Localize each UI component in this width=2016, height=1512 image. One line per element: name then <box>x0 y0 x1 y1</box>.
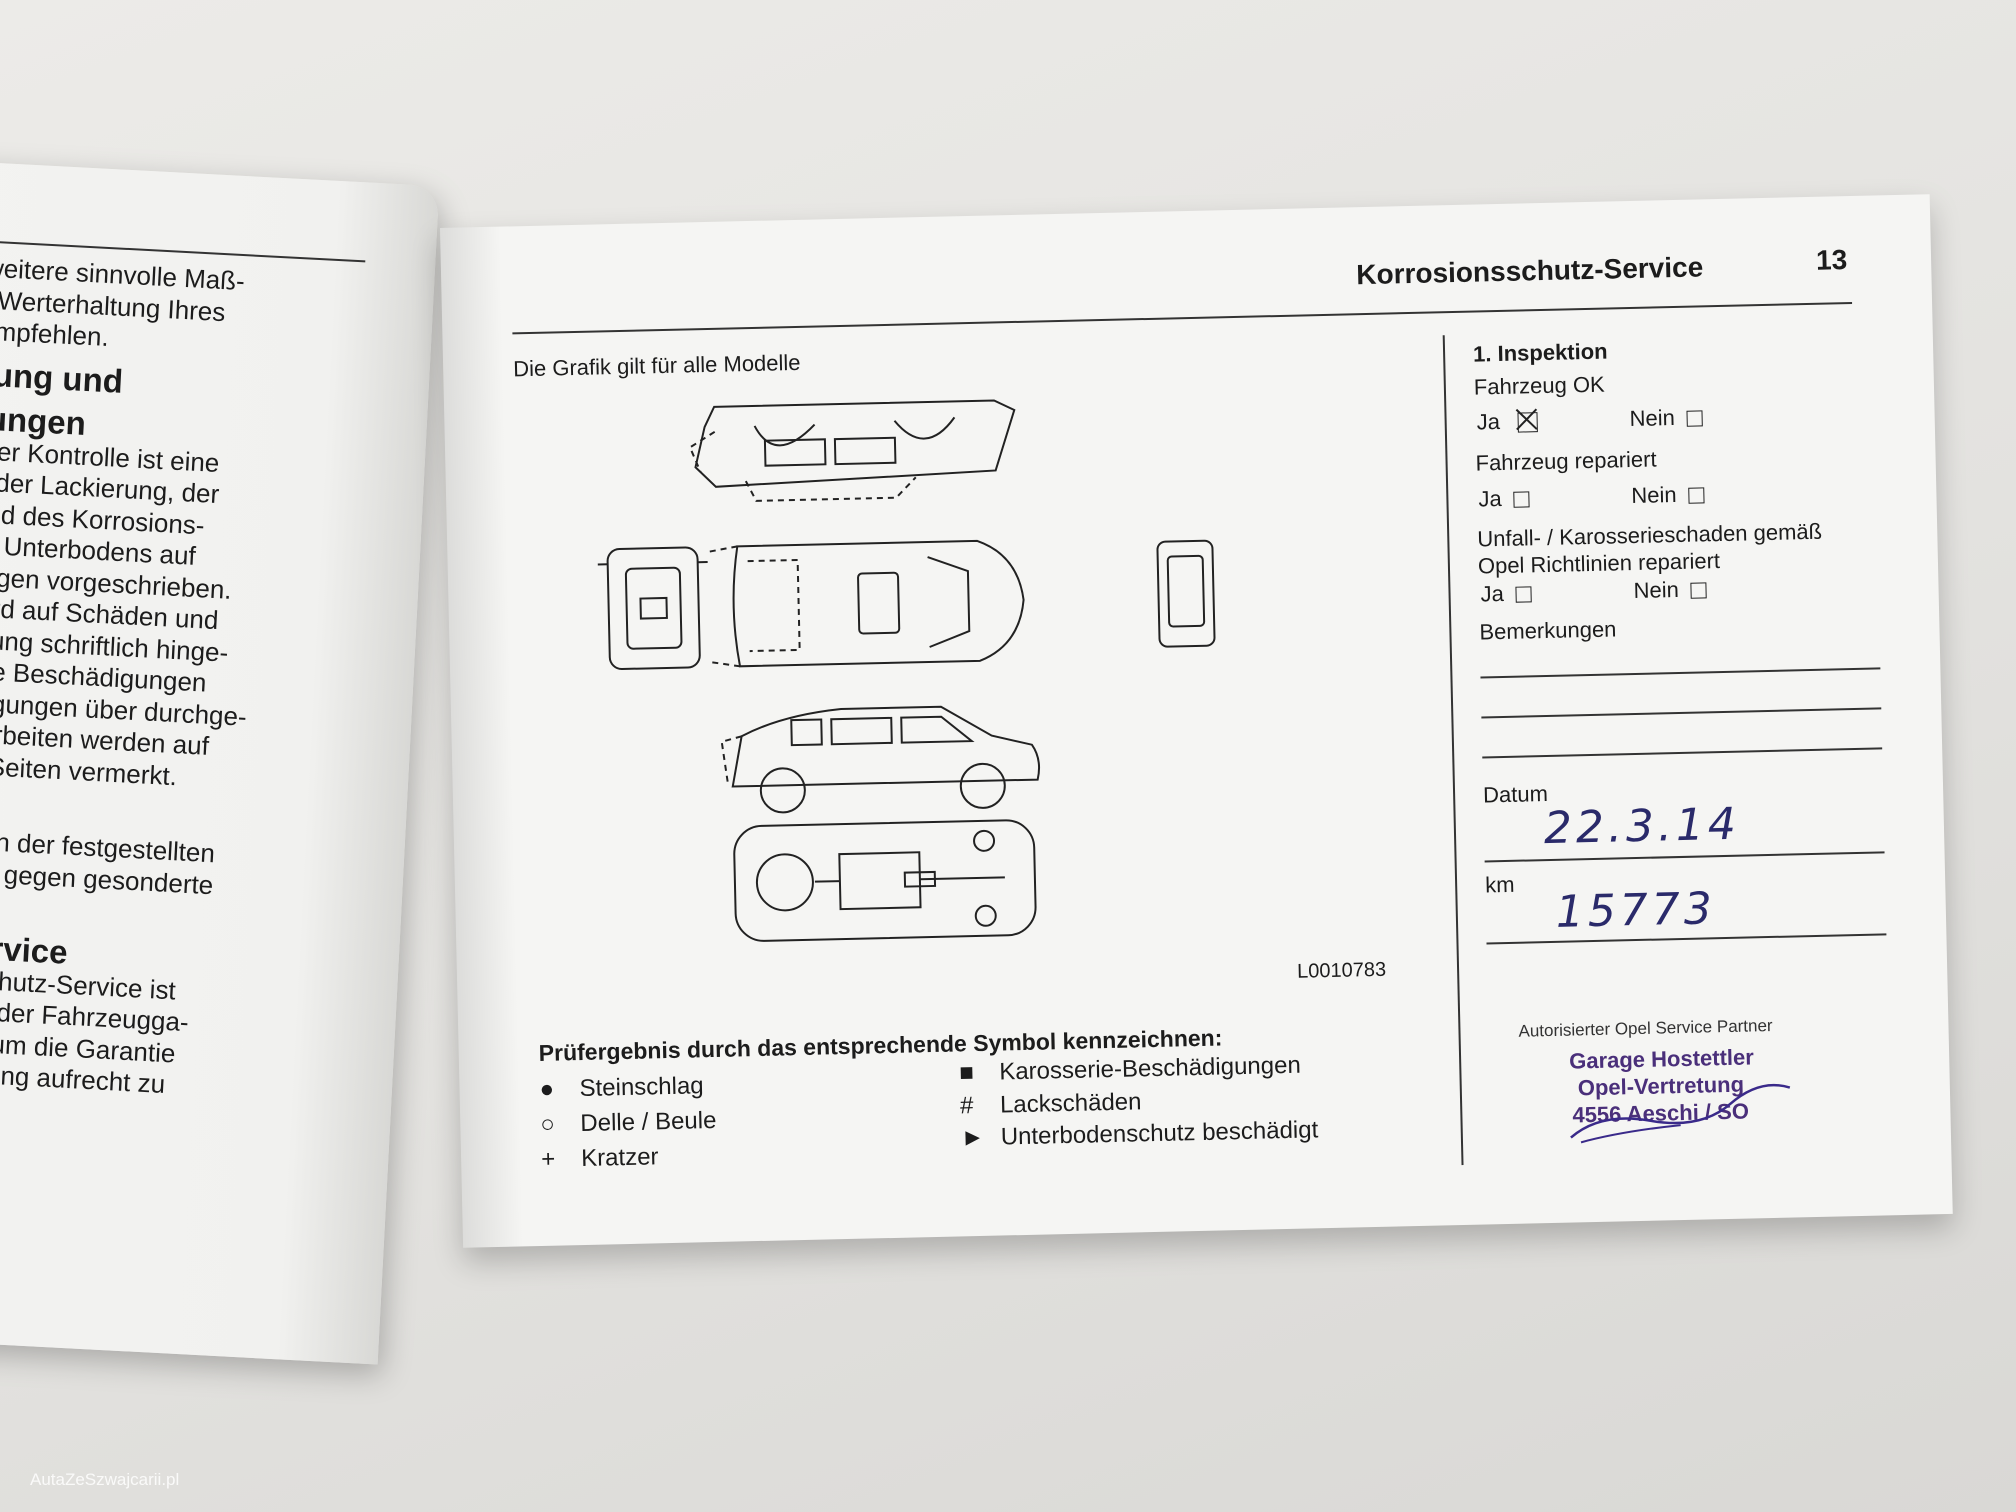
column-divider <box>1442 335 1464 1166</box>
remarks-line[interactable] <box>1480 667 1881 679</box>
km-label: km <box>1484 871 1515 898</box>
q2-yes-option[interactable]: Ja <box>1478 485 1530 512</box>
legend-item: ■ Karosserie-Beschädigungen <box>959 1052 1301 1088</box>
legend-item: # Lackschäden <box>960 1088 1142 1120</box>
km-handwritten: 15773 <box>1555 883 1717 938</box>
car-rear-view <box>1156 539 1216 648</box>
date-label: Datum <box>1482 781 1549 808</box>
legend-symbol: ○ <box>540 1110 556 1138</box>
q1-no-option[interactable]: Nein <box>1629 404 1704 432</box>
remarks-line[interactable] <box>1481 707 1882 718</box>
car-top-view <box>707 539 1025 668</box>
q2-no-option[interactable]: Nein <box>1631 481 1705 509</box>
gutter-shadow <box>440 226 524 1248</box>
page-title: Korrosionsschutz-Service <box>1355 251 1704 291</box>
legend-label: Lackschäden <box>999 1088 1142 1119</box>
legend-label: Unterbodenschutz beschädigt <box>1000 1116 1319 1151</box>
page-number: 13 <box>1815 244 1848 276</box>
q2-yes-label: Ja <box>1478 485 1502 512</box>
stamp-caption: Autorisierter Opel Service Partner <box>1518 1015 1773 1041</box>
watermark: AutaZeSzwajcarii.pl <box>30 1470 180 1489</box>
car-front-view <box>597 546 708 670</box>
q3-yes-option[interactable]: Ja <box>1480 580 1533 607</box>
stamp-line-1: Garage Hostettler <box>1568 1044 1755 1074</box>
q3-yes-checkbox[interactable] <box>1515 586 1533 603</box>
legend-symbol: + <box>540 1145 556 1173</box>
legend-symbol: ► <box>960 1123 985 1152</box>
q1-yes-label: Ja <box>1476 409 1501 435</box>
q3-no-option[interactable]: Nein <box>1633 576 1707 604</box>
legend-symbol: # <box>959 1092 974 1120</box>
checkmark-icon <box>1516 408 1538 431</box>
left-page-text: gen weitere sinnvolle Maß-n zur Werterha… <box>0 250 355 1108</box>
signature-icon <box>1570 1083 1791 1144</box>
question-accident-line1: Unfall- / Karosserieschaden gemäß <box>1477 518 1823 552</box>
legend-item: + Kratzer <box>541 1143 659 1174</box>
legend-symbol: ■ <box>958 1059 975 1087</box>
car-side-view <box>720 705 1041 814</box>
question-vehicle-repaired: Fahrzeug repariert <box>1475 446 1657 476</box>
car-top-inverted-view <box>688 399 1016 502</box>
legend-label: Delle / Beule <box>580 1106 717 1138</box>
q1-no-label: Nein <box>1629 405 1676 432</box>
legend-item: ● Steinschlag <box>539 1072 704 1104</box>
legend-label: Karosserie-Beschädigungen <box>998 1051 1302 1086</box>
legend-item: ○ Delle / Beule <box>540 1107 717 1139</box>
legend-label: Steinschlag <box>579 1072 704 1103</box>
legend-symbol: ● <box>539 1075 555 1103</box>
legend-item: ► Unterbodenschutz beschädigt <box>960 1116 1318 1152</box>
question-accident-line2: Opel Richtlinien repariert <box>1477 548 1721 579</box>
question-vehicle-ok: Fahrzeug OK <box>1473 371 1605 400</box>
diagram-code: L0010783 <box>1296 958 1387 983</box>
date-handwritten: 22.3.14 <box>1543 798 1741 855</box>
inspection-title: 1. Inspektion <box>1472 338 1608 367</box>
q3-no-checkbox[interactable] <box>1690 582 1707 599</box>
car-underbody-view <box>733 819 1037 942</box>
remarks-label: Bemerkungen <box>1479 616 1617 645</box>
q1-yes-option[interactable]: Ja <box>1476 408 1539 435</box>
q1-no-checkbox[interactable] <box>1686 410 1704 427</box>
q2-no-checkbox[interactable] <box>1688 487 1705 504</box>
km-line[interactable] <box>1486 933 1887 944</box>
q2-yes-checkbox[interactable] <box>1513 491 1530 508</box>
diagram-note: Die Grafik gilt für alle Modelle <box>512 349 801 382</box>
remarks-line[interactable] <box>1482 747 1883 758</box>
right-page: Korrosionsschutz-Service 13 Die Grafik g… <box>440 194 1953 1248</box>
legend-label: Kratzer <box>580 1143 659 1173</box>
car-damage-diagram <box>597 399 1216 942</box>
q3-yes-label: Ja <box>1480 580 1505 607</box>
left-page: gen weitere sinnvolle Maß-n zur Werterha… <box>0 160 440 1365</box>
q3-no-label: Nein <box>1633 576 1680 604</box>
q1-yes-checkbox[interactable] <box>1516 408 1539 433</box>
q2-no-label: Nein <box>1631 482 1677 509</box>
header-rule <box>512 301 1853 335</box>
